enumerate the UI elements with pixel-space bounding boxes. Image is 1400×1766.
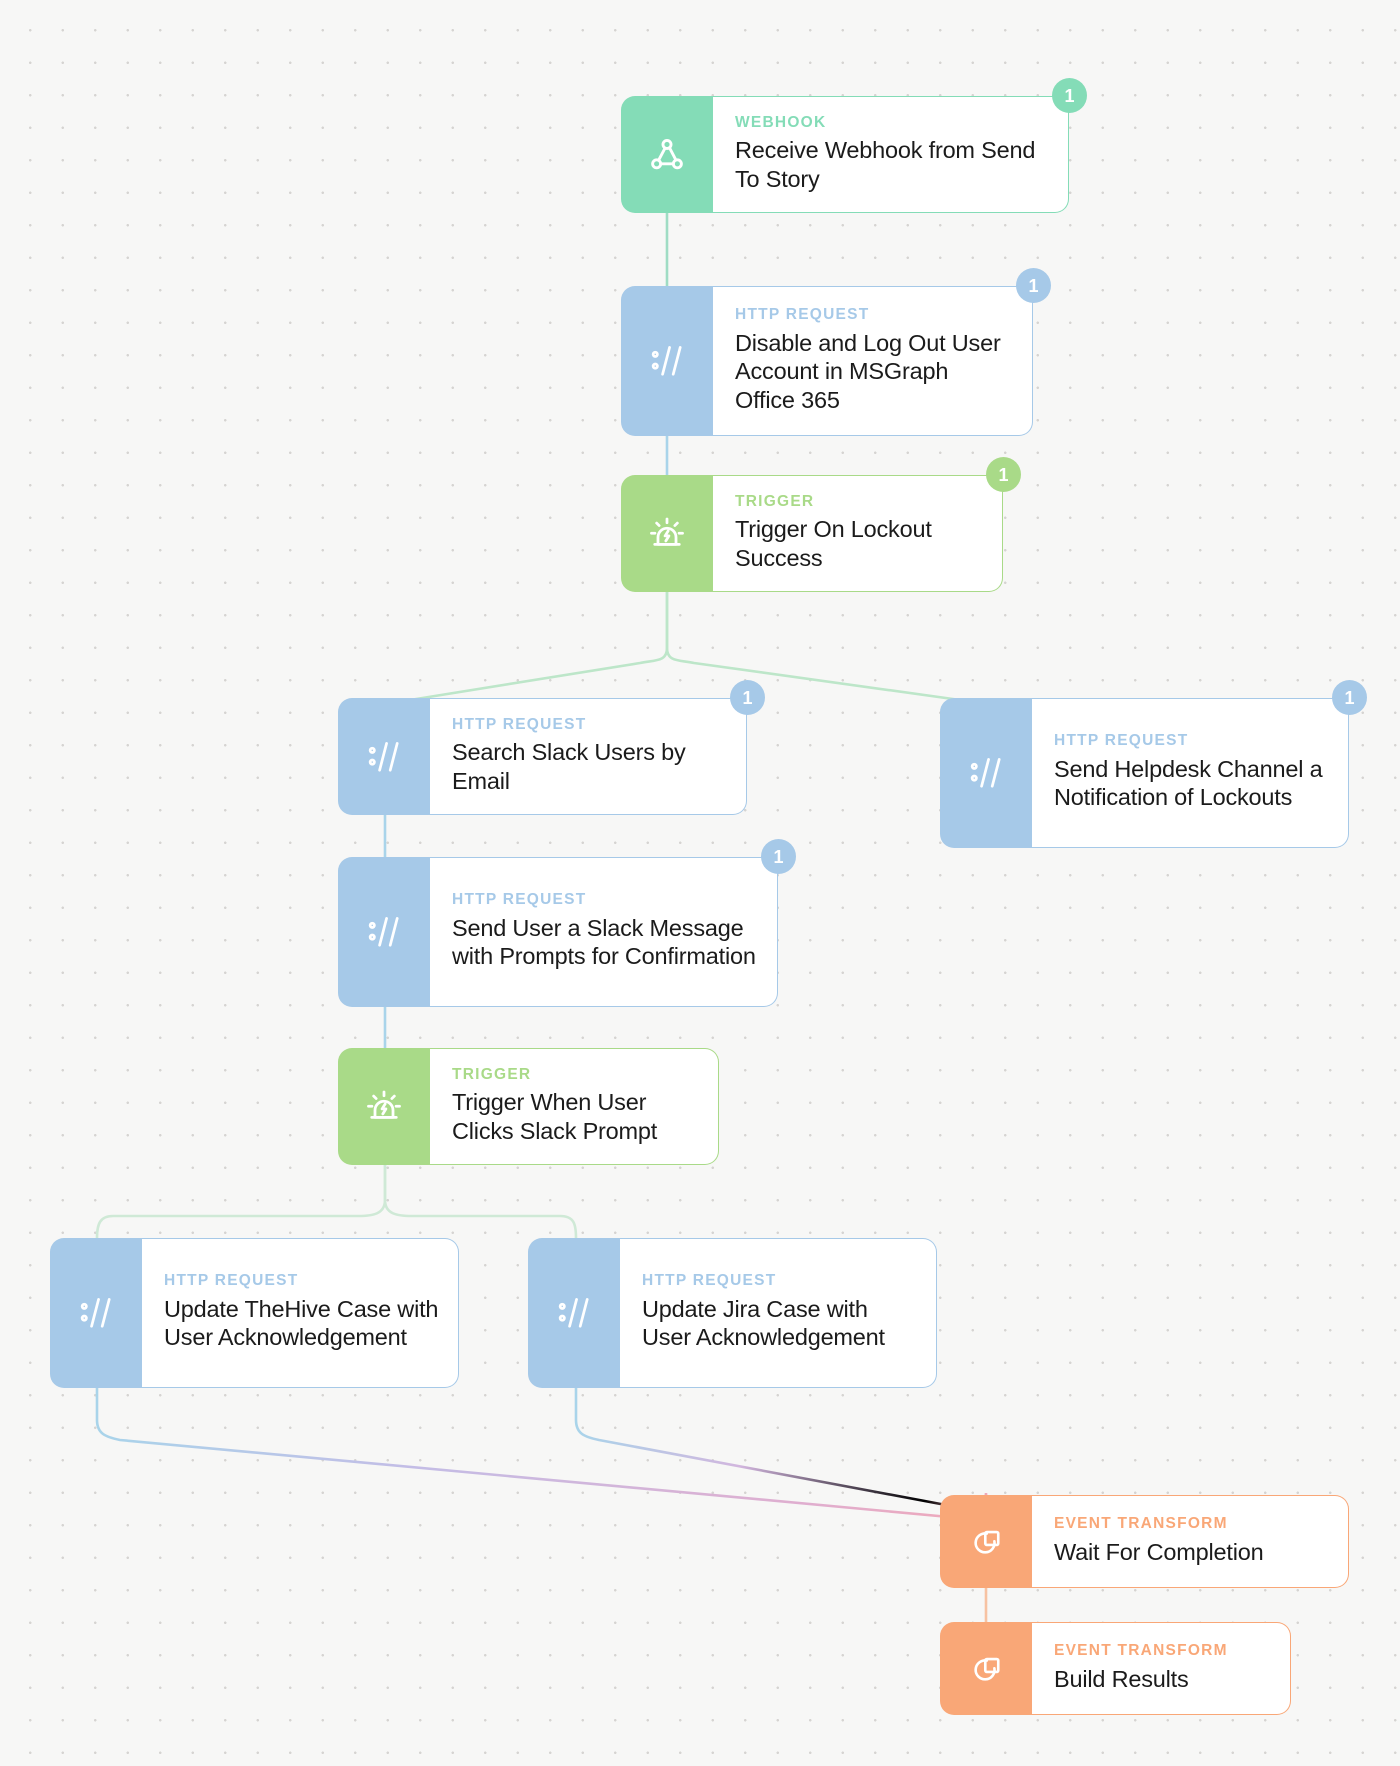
node-body: EVENT TRANSFORM Build Results	[1032, 1622, 1291, 1715]
event-transform-icon	[965, 1521, 1007, 1563]
node-title: Update Jira Case with User Acknowledgeme…	[642, 1295, 885, 1351]
node-icon-container	[940, 698, 1032, 848]
node-count-badge[interactable]: 1	[986, 457, 1021, 492]
edge-update-thehive-case-to-wait-for-completion	[95, 1386, 988, 1520]
node-receive-webhook[interactable]: WEBHOOK Receive Webhook from Send To Sto…	[621, 78, 1087, 213]
node-icon-container	[338, 857, 430, 1007]
http-request-icon	[362, 735, 406, 779]
node-kicker: HTTP REQUEST	[642, 1272, 777, 1290]
node-body: HTTP REQUEST Send User a Slack Message w…	[430, 857, 778, 1007]
node-count-badge[interactable]: 1	[730, 680, 765, 715]
http-request-icon	[964, 751, 1008, 795]
http-request-icon	[552, 1291, 596, 1335]
node-trigger-lockout-success[interactable]: TRIGGER Trigger On Lockout Success 1	[621, 457, 1021, 592]
node-title: Trigger On Lockout Success	[735, 516, 932, 571]
node-body: HTTP REQUEST Send Helpdesk Channel a Not…	[1032, 698, 1349, 848]
trigger-siren-icon	[644, 511, 690, 557]
node-title: Build Results	[1054, 1665, 1189, 1692]
node-kicker: EVENT TRANSFORM	[1054, 1641, 1228, 1659]
node-icon-container	[621, 475, 713, 592]
node-body: HTTP REQUEST Update TheHive Case with Us…	[142, 1238, 459, 1388]
node-update-jira-case[interactable]: HTTP REQUEST Update Jira Case with User …	[528, 1238, 937, 1388]
node-body: TRIGGER Trigger On Lockout Success	[713, 475, 1003, 592]
node-kicker: EVENT TRANSFORM	[1054, 1514, 1228, 1532]
node-icon-container	[621, 96, 713, 213]
node-body: HTTP REQUEST Disable and Log Out User Ac…	[713, 286, 1033, 436]
webhook-icon	[644, 132, 690, 178]
node-kicker: WEBHOOK	[735, 113, 827, 131]
node-disable-logout-user[interactable]: HTTP REQUEST Disable and Log Out User Ac…	[621, 268, 1051, 436]
node-body: EVENT TRANSFORM Wait For Completion	[1032, 1495, 1349, 1588]
node-icon-container	[338, 1048, 430, 1165]
event-transform-icon	[965, 1648, 1007, 1690]
node-title: Trigger When User Clicks Slack Prompt	[452, 1089, 658, 1144]
node-count-badge[interactable]: 1	[1052, 78, 1087, 113]
node-icon-container	[338, 698, 430, 815]
node-count-badge[interactable]: 1	[1332, 680, 1367, 715]
node-kicker: TRIGGER	[452, 1065, 532, 1083]
trigger-siren-icon	[361, 1084, 407, 1130]
node-title: Disable and Log Out User Account in MSGr…	[735, 329, 1001, 413]
node-title: Update TheHive Case with User Acknowledg…	[164, 1295, 439, 1351]
node-trigger-slack-prompt-click[interactable]: TRIGGER Trigger When User Clicks Slack P…	[338, 1048, 719, 1165]
node-title: Send User a Slack Message with Prompts f…	[452, 914, 756, 970]
node-search-slack-users[interactable]: HTTP REQUEST Search Slack Users by Email…	[338, 680, 765, 815]
http-request-icon	[645, 339, 689, 383]
node-count-badge[interactable]: 1	[761, 839, 796, 874]
node-body: WEBHOOK Receive Webhook from Send To Sto…	[713, 96, 1069, 213]
edge-update-jira-case-to-wait-for-completion	[574, 1386, 988, 1511]
node-title: Receive Webhook from Send To Story	[735, 137, 1036, 192]
node-title: Wait For Completion	[1054, 1538, 1264, 1565]
node-title: Send Helpdesk Channel a Notification of …	[1054, 755, 1323, 811]
node-kicker: HTTP REQUEST	[735, 305, 870, 323]
node-wait-for-completion[interactable]: EVENT TRANSFORM Wait For Completion	[940, 1495, 1349, 1588]
node-body: HTTP REQUEST Search Slack Users by Email	[430, 698, 747, 815]
node-update-thehive-case[interactable]: HTTP REQUEST Update TheHive Case with Us…	[50, 1238, 459, 1388]
node-kicker: TRIGGER	[735, 492, 815, 510]
node-count-badge[interactable]: 1	[1016, 268, 1051, 303]
node-icon-container	[528, 1238, 620, 1388]
node-kicker: HTTP REQUEST	[452, 715, 587, 733]
node-body: HTTP REQUEST Update Jira Case with User …	[620, 1238, 937, 1388]
http-request-icon	[74, 1291, 118, 1335]
node-send-helpdesk-notification[interactable]: HTTP REQUEST Send Helpdesk Channel a Not…	[940, 680, 1367, 848]
http-request-icon	[362, 910, 406, 954]
node-body: TRIGGER Trigger When User Clicks Slack P…	[430, 1048, 719, 1165]
node-icon-container	[940, 1622, 1032, 1715]
node-kicker: HTTP REQUEST	[1054, 732, 1189, 750]
node-title: Search Slack Users by Email	[452, 739, 686, 794]
node-icon-container	[940, 1495, 1032, 1588]
node-icon-container	[621, 286, 713, 436]
node-build-results[interactable]: EVENT TRANSFORM Build Results	[940, 1622, 1291, 1715]
node-icon-container	[50, 1238, 142, 1388]
node-kicker: HTTP REQUEST	[164, 1272, 299, 1290]
node-send-slack-message-prompts[interactable]: HTTP REQUEST Send User a Slack Message w…	[338, 839, 796, 1007]
node-kicker: HTTP REQUEST	[452, 891, 587, 909]
